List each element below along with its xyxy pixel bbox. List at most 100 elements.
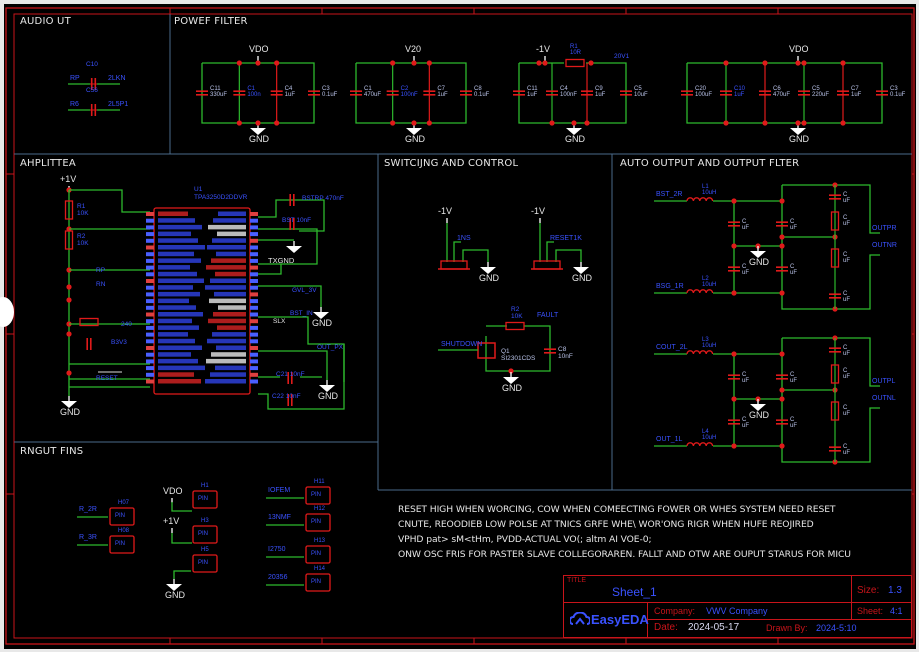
net-label: COUT_2L bbox=[656, 344, 688, 351]
net-label: OUT_1L bbox=[656, 436, 683, 443]
component-value: C uF bbox=[790, 219, 798, 232]
net-label: 2L5P1 bbox=[108, 101, 129, 108]
net-label: OUTPR bbox=[872, 225, 897, 232]
wire bbox=[518, 62, 627, 124]
pin-header bbox=[305, 513, 331, 532]
pin-header bbox=[305, 573, 331, 592]
ic-pin bbox=[146, 272, 154, 277]
ic-pin-label bbox=[158, 358, 198, 364]
component-value: C uF bbox=[843, 192, 851, 205]
net-label: B3V3 bbox=[111, 339, 127, 346]
company-label: Company: bbox=[654, 606, 696, 616]
gnd-label: GND bbox=[318, 391, 338, 401]
net-label: OUT_PX bbox=[317, 344, 344, 351]
wire bbox=[453, 241, 461, 262]
junction-dot bbox=[542, 60, 548, 66]
gnd-icon bbox=[573, 267, 589, 274]
net-label: SHUTDOWN bbox=[441, 341, 483, 348]
capacitor-value: C11 330uF bbox=[210, 86, 228, 99]
junction-dot bbox=[274, 60, 280, 66]
capacitor-value: C9 1uF bbox=[595, 86, 606, 99]
title-label: TITLE bbox=[567, 577, 587, 584]
net-label: OUTNL bbox=[872, 395, 896, 402]
schematic-sheet[interactable]: AUDIO UT POWEF FILTER AHPLITTEA SWITCIJN… bbox=[4, 4, 916, 649]
ic-pin-label bbox=[213, 218, 246, 223]
capacitor-value: C8 10nF bbox=[558, 346, 573, 360]
ic-pin bbox=[250, 265, 258, 270]
switch-transistor bbox=[533, 260, 561, 270]
junction-dot bbox=[390, 60, 396, 66]
capacitor-value: C10 1uF bbox=[734, 86, 746, 99]
ic-pin-label bbox=[158, 365, 205, 371]
ic-pin-label bbox=[158, 245, 205, 250]
resistor bbox=[79, 317, 99, 327]
junction-dot bbox=[255, 60, 261, 66]
header-ref: H13 bbox=[314, 538, 326, 544]
sheet-name[interactable]: Sheet_1 bbox=[612, 585, 657, 599]
ic-pin bbox=[146, 312, 154, 317]
junction-dot bbox=[762, 60, 768, 66]
net-label: FAULT bbox=[537, 312, 559, 319]
wire bbox=[555, 249, 582, 262]
ic-pin-label bbox=[158, 325, 199, 330]
ic-pin-label bbox=[158, 345, 202, 350]
junction-dot bbox=[801, 120, 807, 126]
section-title-power-filter: POWEF FILTER bbox=[174, 16, 248, 27]
note-line-4: ONW OSC FRIS FOR PASTER SLAVE COLLEGORAR… bbox=[398, 549, 851, 560]
ic-pin-label bbox=[158, 278, 204, 283]
junction-dot bbox=[779, 387, 785, 393]
ic-pin bbox=[146, 238, 154, 243]
date-label: Date: bbox=[654, 622, 678, 633]
component-value: C uF bbox=[843, 215, 851, 228]
resistor bbox=[830, 401, 840, 421]
ic-pin-label bbox=[207, 338, 246, 344]
header-pin-label: PIN bbox=[311, 519, 322, 525]
side-panel-handle[interactable] bbox=[0, 297, 14, 327]
header-pin-label: PIN bbox=[311, 551, 322, 557]
ic-pin bbox=[250, 319, 258, 324]
gnd-icon bbox=[406, 128, 422, 135]
power-rail-label: VDO bbox=[249, 44, 269, 54]
junction-dot bbox=[411, 60, 417, 66]
junction-dot bbox=[731, 198, 737, 204]
ic-pin-label bbox=[158, 271, 197, 277]
wire bbox=[782, 184, 880, 234]
junction-dot bbox=[779, 198, 785, 204]
gnd-icon bbox=[319, 385, 335, 392]
ic-pin-label bbox=[206, 358, 246, 364]
ic-part-number: TPA3250D2DDVR bbox=[194, 194, 248, 201]
gnd-label: GND bbox=[572, 273, 592, 283]
net-label: 240 bbox=[121, 321, 132, 328]
wire bbox=[781, 338, 880, 463]
gnd-label: GND bbox=[165, 590, 185, 600]
net-label: SLX bbox=[273, 318, 286, 325]
section-title-amplifier: AHPLITTEA bbox=[20, 158, 76, 169]
net-label: TXGND bbox=[268, 256, 295, 265]
net-label: R6 bbox=[70, 101, 79, 108]
junction-dot bbox=[66, 297, 72, 303]
ic-pin-label bbox=[158, 238, 198, 243]
wire bbox=[462, 249, 489, 262]
net-label: RP bbox=[96, 267, 106, 274]
ic-pin bbox=[250, 279, 258, 283]
ic-pin bbox=[146, 225, 154, 230]
ic-ref: U1 bbox=[194, 186, 203, 193]
ic-pin bbox=[146, 285, 154, 290]
junction-dot bbox=[549, 120, 555, 126]
drawn-by-value: 2024-5:10 bbox=[816, 623, 857, 633]
ic-pin bbox=[146, 299, 154, 304]
drawn-by-label: Drawn By: bbox=[766, 623, 808, 633]
junction-dot bbox=[731, 243, 737, 249]
capacitor-value: C2 100nF bbox=[400, 86, 418, 99]
power-rail-label: +1V bbox=[163, 516, 180, 526]
ic-pin bbox=[250, 272, 258, 277]
ic-pin bbox=[250, 346, 258, 350]
ic-pin-label bbox=[214, 291, 246, 297]
schematic-canvas[interactable] bbox=[4, 4, 916, 649]
ic-pin-label bbox=[216, 251, 246, 257]
ic-pin-label bbox=[209, 298, 246, 304]
resistor bbox=[565, 58, 585, 68]
ic-pin-label bbox=[210, 372, 246, 377]
wire bbox=[171, 502, 192, 512]
junction-dot bbox=[274, 120, 280, 126]
